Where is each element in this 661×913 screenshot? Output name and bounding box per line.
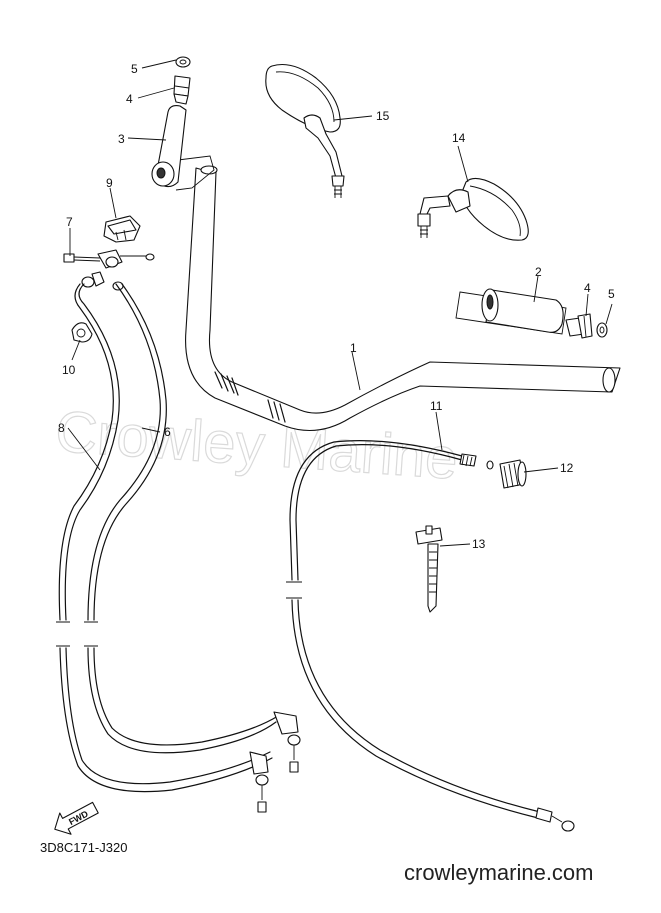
callout-4-right: 4 [584, 281, 591, 295]
left-grip-end-nut[interactable] [175, 56, 191, 68]
right-mirror-part[interactable] [417, 177, 529, 241]
site-footer[interactable]: crowleymarine.com [404, 860, 594, 885]
callout-6: 6 [164, 425, 171, 439]
callout-8: 8 [58, 421, 65, 435]
callout-10: 10 [62, 363, 76, 377]
cable-end-6[interactable] [273, 711, 301, 773]
callout-7: 7 [66, 215, 73, 229]
callout-labels: 1 2 3 4 4 5 5 6 7 8 9 10 11 12 13 14 15 [58, 62, 615, 551]
left-mirror-part[interactable] [265, 63, 345, 199]
fwd-arrow-icon: FWD [54, 801, 99, 835]
right-grip-part[interactable] [455, 288, 567, 335]
callout-11: 11 [430, 399, 443, 413]
left-grip-part[interactable] [151, 105, 187, 188]
callout-1: 1 [350, 341, 357, 355]
cable-break-marks [56, 621, 98, 647]
clutch-cable-part[interactable] [286, 440, 575, 832]
leader-lines [67, 59, 613, 547]
cable-tie-part[interactable] [415, 525, 443, 613]
callout-3: 3 [118, 132, 125, 146]
diagram-code: 3D8C171-J320 [40, 840, 127, 855]
right-grip-end-plug[interactable] [565, 313, 593, 339]
cable-adjuster-part[interactable] [486, 459, 527, 489]
callout-15: 15 [376, 109, 390, 123]
callout-9: 9 [106, 176, 113, 190]
callout-14: 14 [452, 131, 466, 145]
callout-12: 12 [560, 461, 574, 475]
cable-joint[interactable] [81, 249, 155, 291]
throttle-cable-8[interactable] [58, 283, 273, 793]
grip-band [175, 155, 215, 191]
callout-5-right: 5 [608, 287, 615, 301]
throttle-cable-6[interactable] [87, 283, 279, 754]
right-grip-end-nut[interactable] [596, 322, 608, 338]
cable-clamp-part[interactable] [71, 322, 93, 343]
callout-2: 2 [535, 265, 542, 279]
callout-13: 13 [472, 537, 486, 551]
cable-holder-part[interactable] [103, 215, 141, 243]
cable-end-8[interactable] [249, 751, 269, 813]
handlebar-part[interactable] [185, 165, 621, 431]
callout-5-left: 5 [131, 62, 138, 76]
callout-4-left: 4 [126, 92, 133, 106]
left-grip-end-plug[interactable] [173, 75, 191, 105]
bolt-part[interactable] [63, 253, 101, 263]
